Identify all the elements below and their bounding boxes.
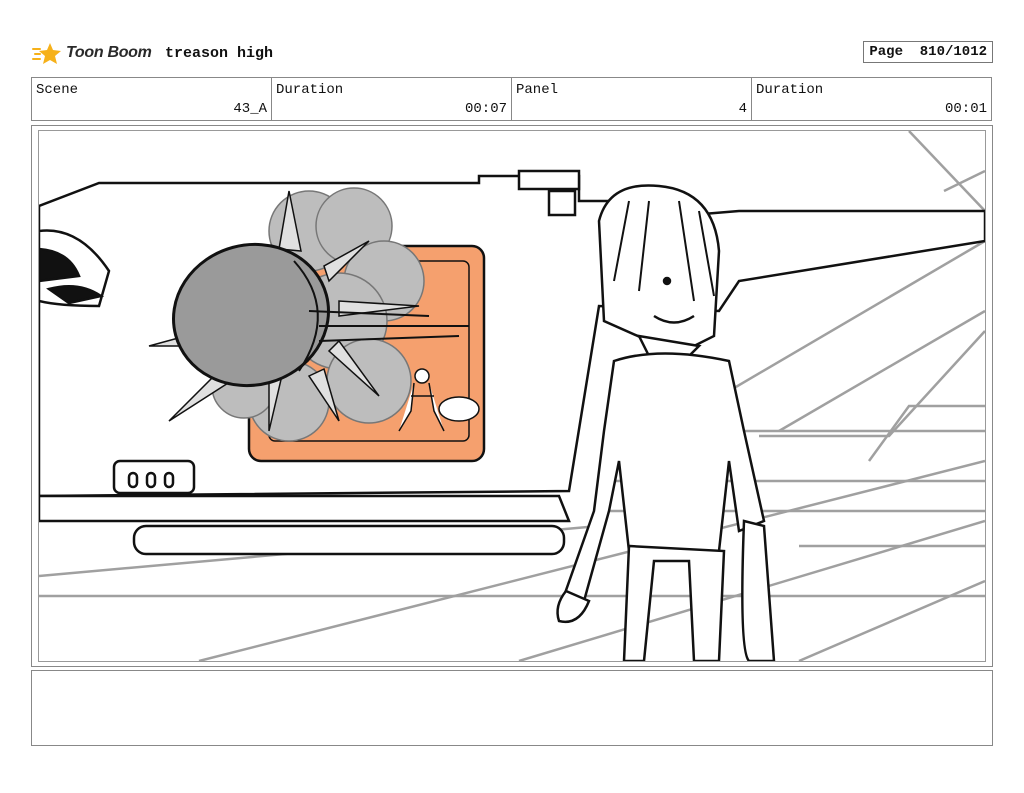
toon-boom-star-icon: [32, 43, 61, 64]
project-title: treason high: [165, 45, 274, 62]
notes-box: [31, 670, 993, 746]
scene-duration-value: 00:07: [464, 101, 507, 117]
scene-info-row: Scene 43_A Duration 00:07 Panel 4 Durati…: [31, 77, 992, 121]
scene-value: 43_A: [233, 101, 267, 117]
storyboard-drawing: [39, 131, 985, 661]
logo-text: Toon Boom: [66, 44, 152, 61]
toon-boom-logo: Toon Boom: [32, 38, 152, 68]
page-counter: Page 810/1012: [863, 41, 993, 63]
panel-cell: Panel 4: [512, 78, 752, 120]
page-label: Page: [869, 44, 903, 60]
scene-duration-cell: Duration 00:07: [272, 78, 512, 120]
storyboard-header: Toon Boom treason high Page 810/1012: [32, 38, 993, 70]
main-character: [556, 184, 776, 661]
panel-label: Panel: [516, 82, 559, 98]
smoke-cloud: [211, 187, 425, 442]
panel-frame: [31, 125, 993, 667]
small-figure: [398, 368, 480, 432]
panel-artwork: [38, 130, 986, 662]
scene-label: Scene: [36, 82, 79, 98]
scene-duration-label: Duration: [276, 82, 344, 98]
scene-cell: Scene 43_A: [32, 78, 272, 120]
panel-duration-label: Duration: [756, 82, 824, 98]
cannonball: [172, 242, 469, 388]
panel-duration-cell: Duration 00:01: [752, 78, 991, 120]
panel-value: 4: [738, 101, 747, 117]
page-value: 810/1012: [919, 44, 987, 60]
panel-duration-value: 00:01: [944, 101, 987, 117]
